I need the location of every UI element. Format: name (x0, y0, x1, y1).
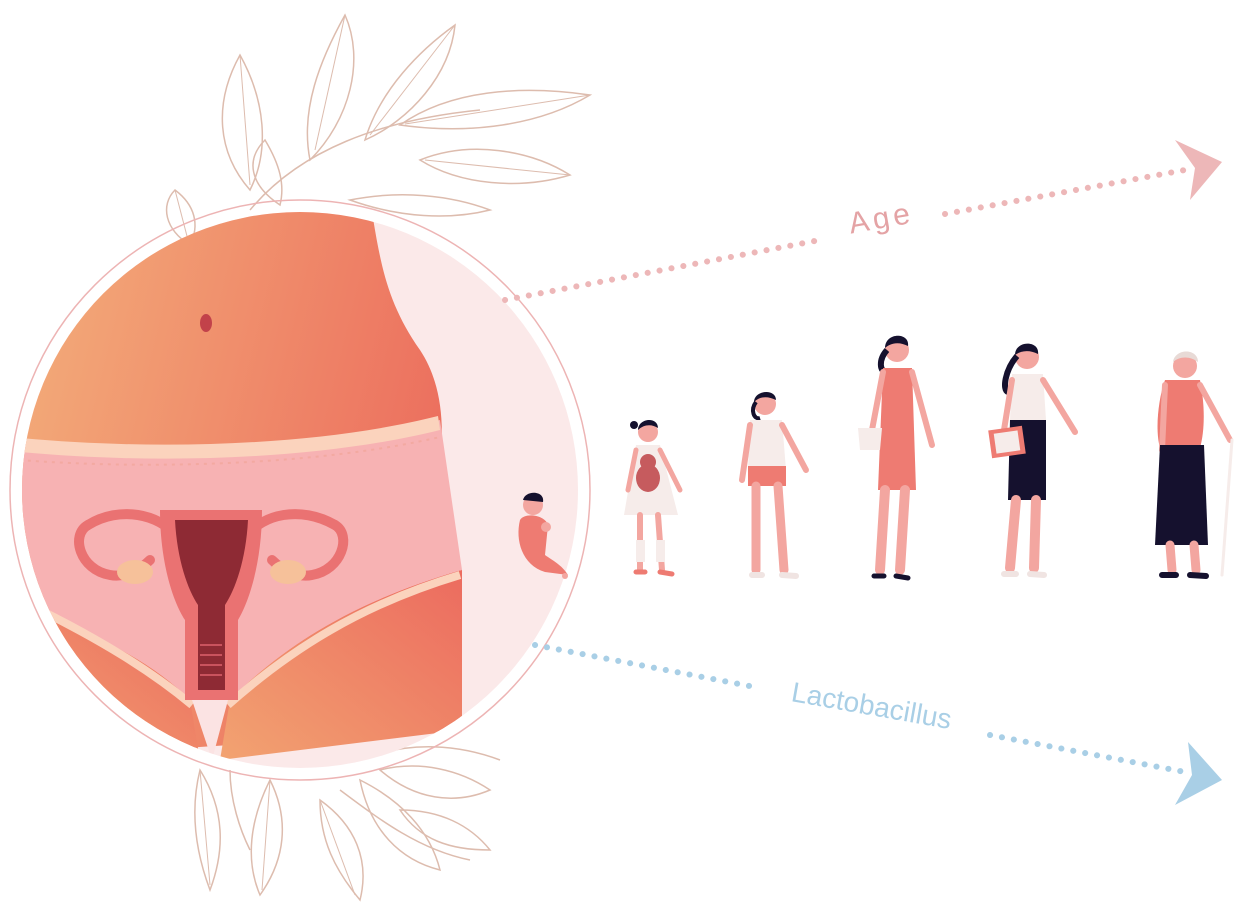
young-woman-icon (858, 336, 932, 578)
adult-woman-icon (988, 344, 1075, 575)
lactobacillus-arrow (535, 645, 1222, 805)
age-label: Age (846, 197, 916, 241)
teen-girl-icon (742, 392, 806, 576)
elderly-woman-icon (1155, 352, 1232, 577)
girl-with-teddy-icon (624, 420, 680, 574)
lactobacillus-label: Lactobacillus (789, 676, 954, 735)
